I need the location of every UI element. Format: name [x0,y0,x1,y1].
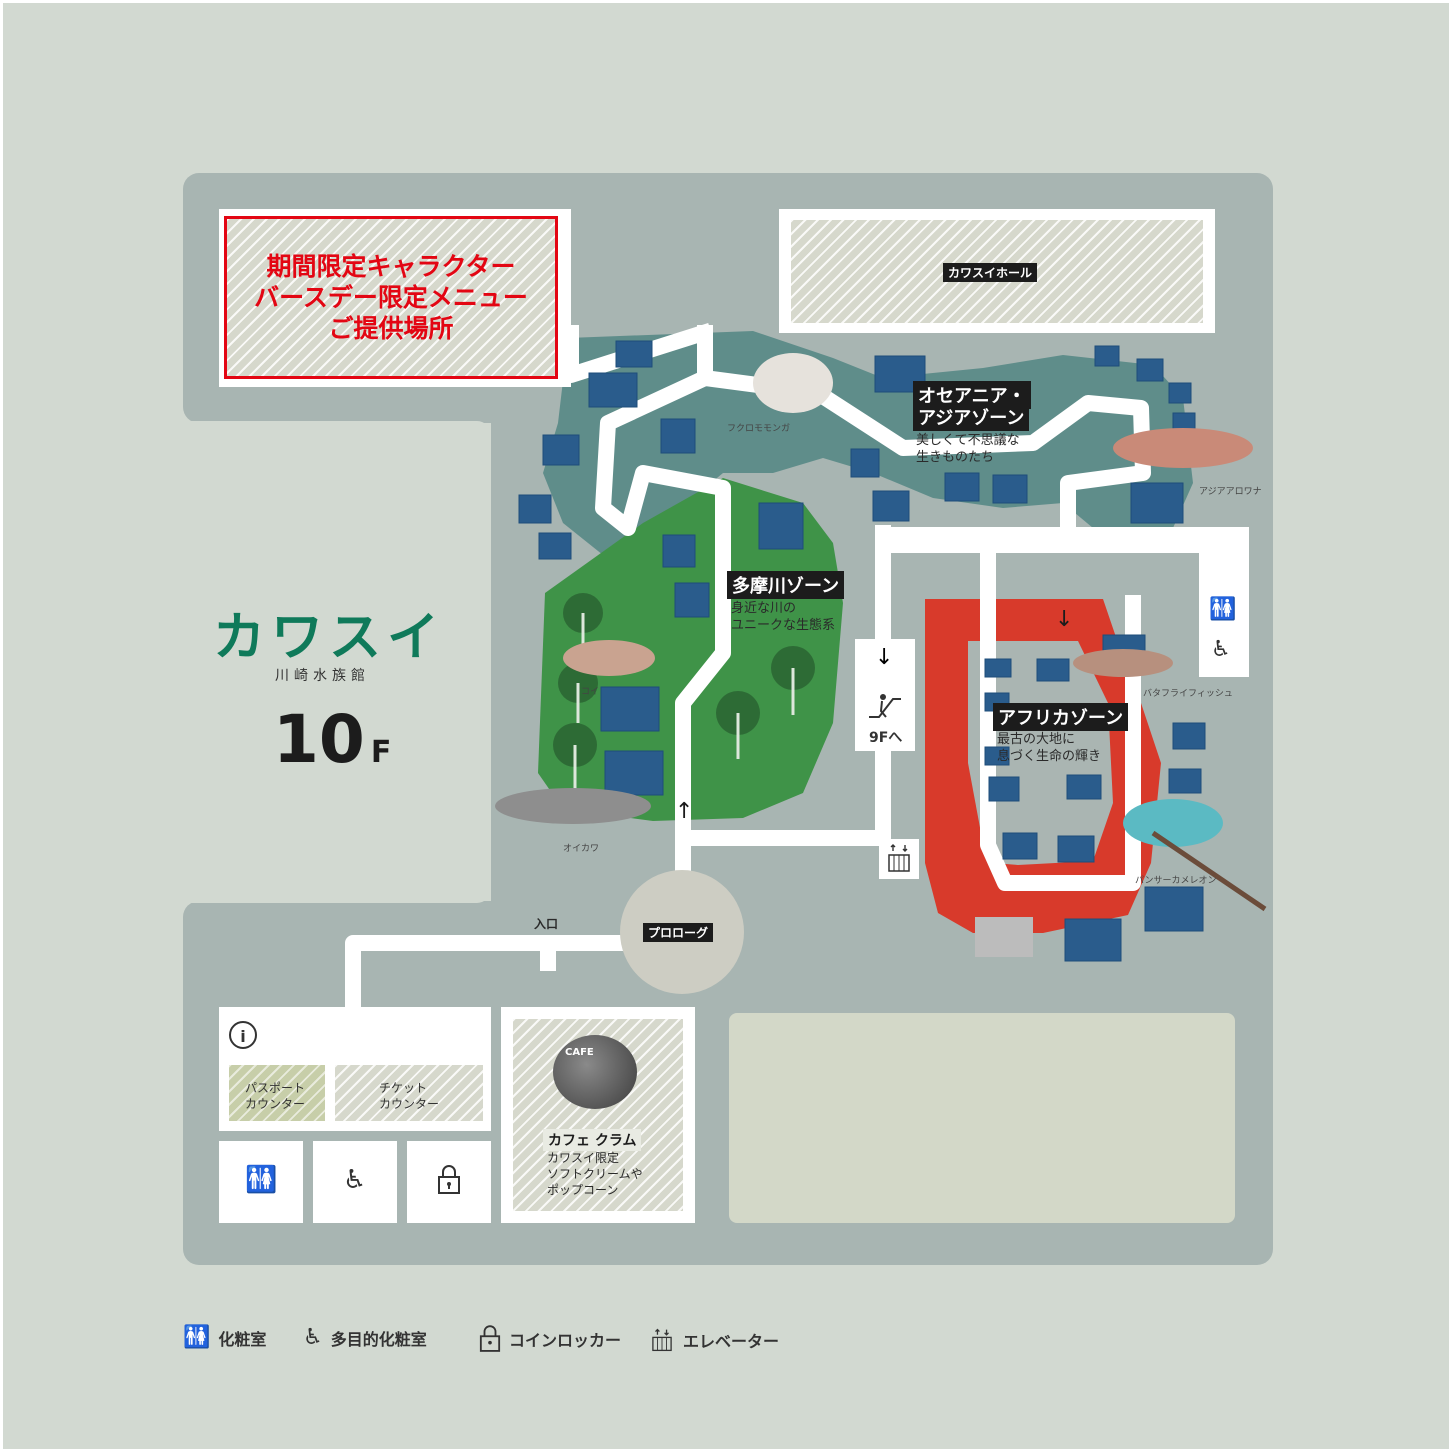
legend-locker: コインロッカー [479,1325,621,1353]
legend-restroom-label: 化粧室 [218,1329,267,1349]
cafe-desc-2: ソフトクリームや [547,1167,643,1181]
restroom-panel-side[interactable]: 🚻 ♿ [1199,527,1249,677]
animal-flying-squirrel: フクロモモンガ [727,424,791,434]
restroom-icon: 🚻 [183,1325,211,1350]
restroom-icon: 🚻 [1209,597,1237,622]
africa-zone-desc-1: 最古の大地に [997,732,1076,747]
prologue-label[interactable]: プロローグ [643,923,714,942]
restroom-panel-top [875,527,1249,553]
map-canvas: カワスイホール 期間限定キャラクター バースデー限定メニュー ご提供場所 カワス… [3,3,1449,1449]
promo-line-2: バースデー限定メニュー [254,283,528,312]
logo-text: カワスイ [213,608,446,668]
legend-restroom: 🚻 化粧室 [183,1325,266,1350]
floor-unit: F [370,735,392,770]
oceania-zone-title-2: アジアゾーン [913,403,1030,431]
escalator-icon [869,694,901,718]
escalator-panel[interactable]: ↓ 9Fへ [855,639,915,751]
legend-multipurpose-label: 多目的化粧室 [330,1329,427,1349]
animal-butterflyfish: バタフライフィッシュ [1143,689,1233,699]
africa-zone-title: アフリカゾーン [993,703,1129,731]
wheelchair-icon: ♿ [1211,637,1231,662]
escalator-label: 9Fへ [869,730,903,746]
tamagawa-zone-desc-2: ユニークな生態系 [731,618,836,633]
elevator-icon [652,1328,672,1352]
wheelchair-restroom-box[interactable]: ♿ [313,1141,397,1223]
ticket-counter-label-2: カウンター [379,1097,440,1111]
flying-squirrel-shape [753,353,833,413]
ticket-counter[interactable]: チケット カウンター [335,1065,483,1121]
locker-icon [438,1165,460,1194]
escalator-arrow-icon: ↓ [875,645,894,670]
passport-counter-label-1: パスポート [245,1081,306,1095]
cafe-photo: CAFE [553,1035,637,1109]
legend-elevator: エレベーター [649,1325,779,1355]
promo-highlight-box[interactable]: 期間限定キャラクター バースデー限定メニュー ご提供場所 [224,216,558,379]
passport-counter-label-2: カウンター [245,1097,306,1111]
promo-line-3: ご提供場所 [328,314,454,343]
animal-koi: コイ [581,687,600,697]
empty-area [729,1013,1235,1223]
legend-locker-label: コインロッカー [509,1331,622,1350]
oceania-zone-desc-1: 美しくて不思議な [916,433,1020,448]
ticket-counter-label-1: チケット [379,1081,428,1095]
promo-line-1: 期間限定キャラクター [266,252,516,281]
wheelchair-icon: ♿ [343,1165,367,1195]
elevator-map-box[interactable] [879,839,919,879]
animal-oikawa: オイカワ [563,844,600,854]
koi-shape [563,640,655,676]
coin-locker-box[interactable] [407,1141,491,1223]
entrance-label: 入口 [534,917,559,931]
legend-multipurpose: ♿ 多目的化粧室 [303,1325,427,1350]
passport-counter[interactable]: パスポート カウンター [229,1065,325,1121]
exhibit-box-gray [975,917,1033,957]
legend-elevator-label: エレベーター [683,1332,780,1351]
floor-number: 10 [273,701,365,778]
restroom-icon: 🚻 [245,1165,278,1195]
arrow-up-icon: ↑ [675,799,694,824]
arrow-down-icon: ↓ [1055,607,1074,632]
animal-chameleon: パンサーカメレオン [1135,876,1217,886]
arowana-shape [1113,428,1253,468]
animal-arowana: アジアアロワナ [1199,487,1262,497]
tamagawa-zone-desc-1: 身近な川の [731,601,797,616]
left-notch [183,421,491,903]
logo-subtitle: 川崎水族館 [275,668,370,684]
tamagawa-zone-title: 多摩川ゾーン [727,571,845,599]
cafe-desc-3: ポップコーン [547,1183,619,1197]
cafe-name: カフェ クラム [543,1129,642,1151]
oceania-zone-desc-2: 生きものたち [916,450,995,465]
elevator-icon [888,844,910,872]
oikawa-shape [495,788,651,824]
chameleon-shape [1123,799,1223,847]
locker-icon [479,1325,501,1352]
butterflyfish-shape [1073,649,1173,677]
cafe-desc-1: カワスイ限定 [547,1151,620,1165]
restroom-box[interactable]: 🚻 [219,1141,303,1223]
kawasui-hall-label: カワスイホール [943,263,1038,282]
wheelchair-icon: ♿ [303,1325,323,1350]
tamagawa-area [538,478,843,821]
info-icon[interactable]: i [229,1021,257,1049]
cafe-photo-sign: CAFE [565,1047,594,1058]
africa-zone-desc-2: 息づく生命の輝き [997,749,1102,764]
